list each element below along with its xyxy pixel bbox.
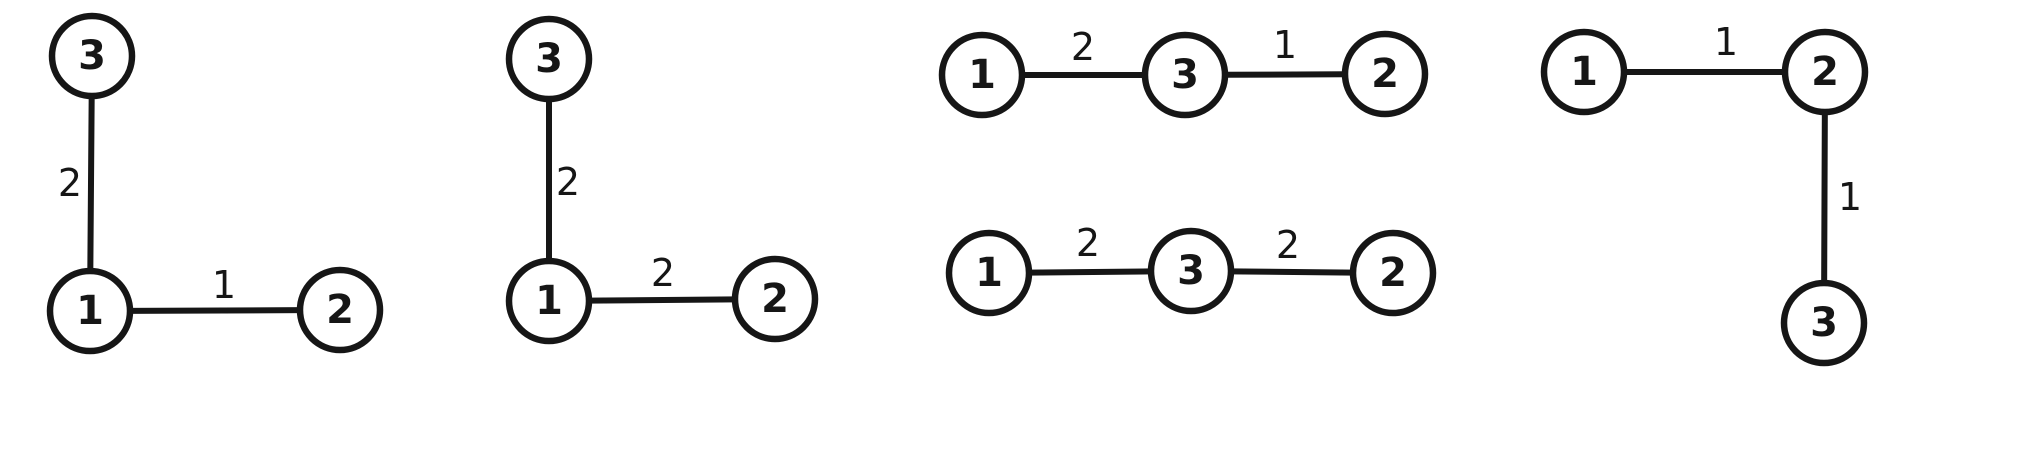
node-3	[48, 12, 136, 100]
edge-1-2	[126, 307, 304, 314]
node-label: 1	[1570, 49, 1598, 95]
node-label: 2	[1811, 49, 1839, 95]
node-label: 3	[1177, 248, 1205, 294]
edge-weight-label: 1	[212, 263, 236, 307]
edge-weight-label: 1	[1838, 175, 1862, 219]
node-2	[1349, 229, 1437, 317]
node-3	[1147, 227, 1235, 315]
edge-weight-label: 1	[1273, 23, 1297, 67]
graph-2: 2 2 3 1 2	[505, 15, 819, 345]
edge-weight-label: 1	[1714, 20, 1738, 64]
edge-2-3	[1821, 108, 1828, 287]
node-label: 2	[326, 287, 354, 333]
node-label: 1	[968, 52, 996, 98]
edge-weight-label: 2	[58, 161, 82, 205]
node-1	[46, 267, 134, 355]
node-1	[938, 31, 1026, 119]
graph-3: 2 1 1 3 2	[938, 23, 1429, 119]
node-label: 3	[78, 33, 106, 79]
edge-weight-label: 2	[651, 251, 675, 295]
edge-3-2	[1227, 268, 1357, 276]
node-label: 2	[1371, 51, 1399, 97]
node-1	[1540, 28, 1628, 116]
node-3	[1780, 279, 1868, 367]
graph-1: 2 1 3 1 2	[46, 12, 384, 355]
edge-3-2	[1221, 71, 1349, 78]
node-label: 3	[535, 36, 563, 82]
node-label: 1	[76, 288, 104, 334]
edge-3-1	[87, 92, 95, 275]
node-2	[731, 255, 819, 343]
node-label: 1	[535, 278, 563, 324]
graph-4: 2 2 1 3 2	[945, 221, 1437, 317]
edge-weight-label: 2	[1071, 25, 1095, 69]
node-1	[505, 257, 593, 345]
node-3	[505, 15, 593, 103]
edge-weight-label: 2	[556, 160, 580, 204]
edge-1-2	[585, 296, 739, 304]
node-3	[1141, 31, 1229, 119]
node-2	[1341, 30, 1429, 118]
node-label: 1	[975, 250, 1003, 296]
graph-5: 1 1 1 2 3	[1540, 20, 1869, 367]
node-label: 2	[1379, 250, 1407, 296]
node-1	[945, 229, 1033, 317]
node-2	[296, 266, 384, 354]
edge-weight-label: 2	[1276, 223, 1300, 267]
node-label: 2	[761, 276, 789, 322]
node-2	[1781, 28, 1869, 116]
edge-weight-label: 2	[1076, 221, 1100, 265]
edge-1-3	[1025, 268, 1155, 276]
node-label: 3	[1810, 300, 1838, 346]
node-label: 3	[1171, 52, 1199, 98]
